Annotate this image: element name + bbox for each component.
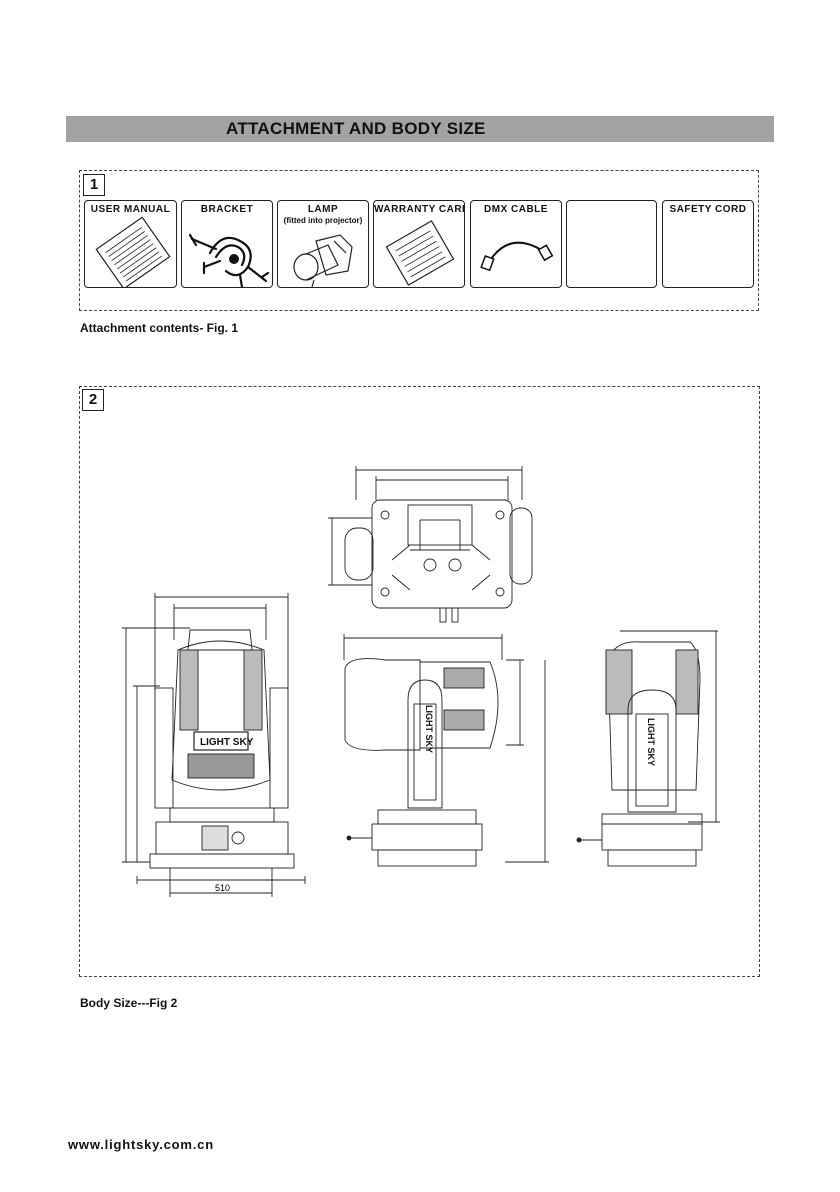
dimension-label: 510 xyxy=(215,883,230,893)
figure-2-caption: Body Size---Fig 2 xyxy=(80,996,177,1010)
footer-url: www.lightsky.com.cn xyxy=(68,1137,214,1152)
fixture-logo-back: LIGHT SKY xyxy=(646,718,656,766)
top-view-drawing xyxy=(328,466,532,622)
fixture-logo-side: LIGHT SKY xyxy=(424,705,434,753)
fixture-logo-front: LIGHT SKY xyxy=(200,737,254,748)
side-view-drawing xyxy=(344,634,549,866)
